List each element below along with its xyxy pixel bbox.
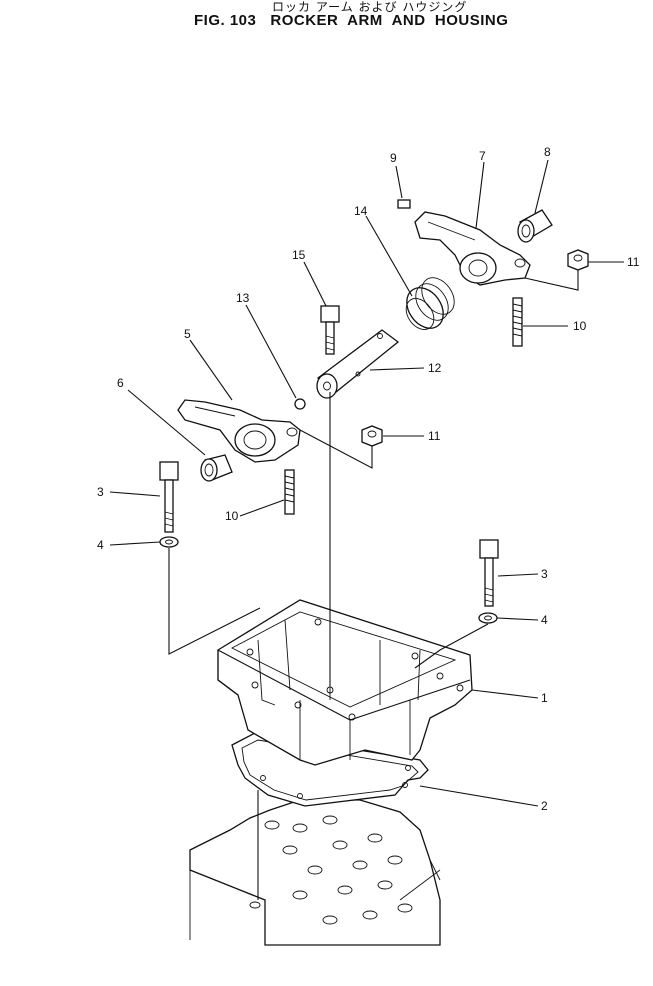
callout-3-right: 3 xyxy=(541,567,548,581)
washer-right xyxy=(478,612,498,624)
bushing-rear xyxy=(517,209,553,243)
callout-6: 6 xyxy=(117,376,124,390)
callout-10-lower: 10 xyxy=(225,509,239,523)
callout-11-lower: 11 xyxy=(428,429,441,443)
nut-lower xyxy=(361,425,383,447)
japanese-title: ロッカ アーム および ハウジング xyxy=(272,0,468,14)
rocker-arm-rear xyxy=(414,211,531,286)
rocker-housing xyxy=(217,599,473,766)
washer-left xyxy=(159,536,179,548)
callout-3-left: 3 xyxy=(97,485,104,499)
shaft-bolt xyxy=(320,305,340,355)
callout-9: 9 xyxy=(390,151,397,165)
rocker-arm-front xyxy=(177,399,301,463)
callout-2: 2 xyxy=(541,799,548,813)
bolt-right xyxy=(479,539,499,607)
callout-1: 1 xyxy=(541,691,548,705)
callout-15: 15 xyxy=(292,248,306,262)
callouts: 1 2 3 3 4 4 5 6 7 8 9 10 10 11 11 12 13 … xyxy=(97,145,640,813)
callout-4-left: 4 xyxy=(97,538,104,552)
callout-13: 13 xyxy=(236,291,250,305)
callout-11-upper: 11 xyxy=(627,255,640,269)
alignment-lines xyxy=(168,270,579,900)
adjust-screw-rear xyxy=(512,297,523,347)
cylinder-head xyxy=(189,799,441,946)
adjust-screw-front xyxy=(284,469,295,515)
leader-lines xyxy=(109,159,624,807)
set-screw xyxy=(397,199,411,209)
spring xyxy=(405,277,455,330)
callout-10-upper: 10 xyxy=(573,319,587,333)
ball xyxy=(294,398,306,410)
callout-14: 14 xyxy=(354,204,368,218)
callout-12: 12 xyxy=(428,361,442,375)
rocker-shaft xyxy=(316,329,400,399)
callout-8: 8 xyxy=(544,145,551,159)
figure-title: FIG. 103 ROCKER ARM AND HOUSING xyxy=(194,12,509,29)
bolt-left xyxy=(159,461,179,533)
callout-5: 5 xyxy=(184,327,191,341)
callout-4-right: 4 xyxy=(541,613,548,627)
callout-7: 7 xyxy=(479,149,486,163)
bushing-front xyxy=(200,454,233,482)
nut-upper xyxy=(567,249,589,271)
